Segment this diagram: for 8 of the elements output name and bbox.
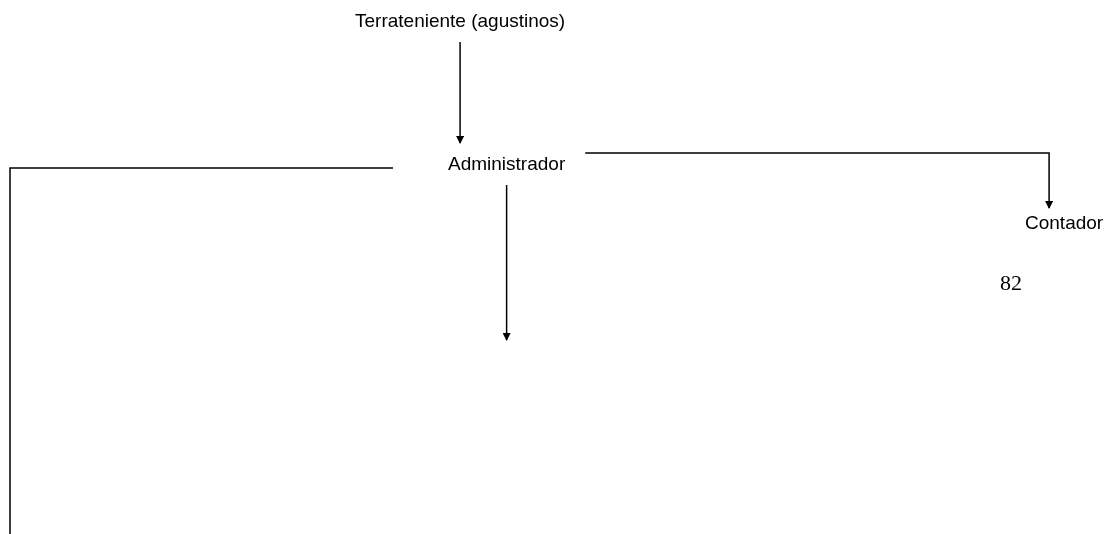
arrow <box>502 184 511 341</box>
arrow <box>584 152 1054 209</box>
arrow <box>456 41 465 144</box>
role-label: Contador <box>1025 212 1104 234</box>
role-label: Administrador <box>448 153 566 175</box>
connector-line <box>9 167 394 534</box>
role-label: Terrateniente (agustinos) <box>355 10 566 32</box>
page-number: 82 <box>1000 270 1022 296</box>
